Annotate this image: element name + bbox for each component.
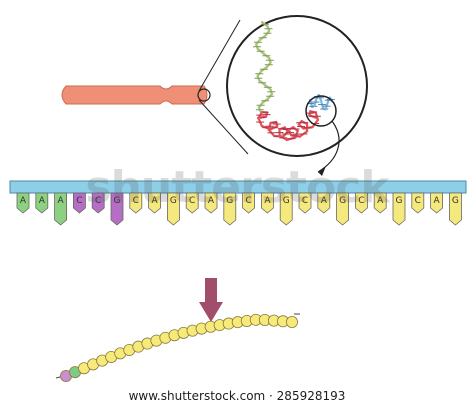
base-flag xyxy=(279,192,293,226)
amino-acid-bead xyxy=(285,315,298,328)
codon-base: A xyxy=(373,192,387,214)
dna-backbone-bar xyxy=(9,180,467,194)
base-flag xyxy=(148,192,161,214)
base-letter: G xyxy=(226,196,233,206)
base-flag xyxy=(91,192,105,214)
codon-base: C xyxy=(129,192,143,214)
base-letter: C xyxy=(358,196,364,206)
base-flag xyxy=(16,192,30,214)
base-letter: A xyxy=(434,196,441,206)
codon-base: G xyxy=(392,192,406,226)
base-letter: G xyxy=(396,196,403,206)
codon-base: A xyxy=(430,192,443,214)
codon-base: A xyxy=(16,192,30,214)
codon-base: G xyxy=(449,192,462,226)
chromosome xyxy=(61,85,208,105)
base-flag xyxy=(185,192,199,214)
base-letter: A xyxy=(58,196,65,206)
codon-base: A xyxy=(317,192,331,214)
codon-base: G xyxy=(110,192,124,226)
base-flag xyxy=(336,192,349,226)
codon-base: G xyxy=(223,192,237,226)
base-flag xyxy=(411,192,425,214)
codon-base: A xyxy=(261,192,274,214)
base-letter: C xyxy=(189,196,195,206)
base-letter: A xyxy=(264,196,271,206)
base-flag xyxy=(449,192,462,226)
base-flag xyxy=(167,192,180,226)
base-letter: A xyxy=(39,196,46,206)
base-flag xyxy=(261,192,274,214)
base-flag xyxy=(35,192,49,214)
footer-credit: www.shutterstock.com · 285928193 xyxy=(128,389,346,403)
codon-base: C xyxy=(355,192,368,214)
base-flag xyxy=(373,192,387,214)
base-letter: A xyxy=(152,196,159,206)
codon-base: A xyxy=(54,192,67,226)
base-letter: G xyxy=(114,196,121,206)
base-letter: G xyxy=(339,196,346,206)
codon-base: G xyxy=(336,192,349,226)
base-letter: A xyxy=(20,196,27,206)
base-flag xyxy=(298,192,312,214)
base-letter: A xyxy=(377,196,384,206)
base-flag xyxy=(223,192,237,226)
zoom-source-circle xyxy=(197,88,211,102)
zoom-line-bottom xyxy=(198,99,249,155)
codon-base: C xyxy=(185,192,199,214)
base-flag xyxy=(242,192,255,214)
base-letter: C xyxy=(76,196,82,206)
base-letter: G xyxy=(170,196,177,206)
base-flag xyxy=(204,192,218,214)
dna-double-helix xyxy=(252,20,335,142)
base-letter: A xyxy=(208,196,215,206)
base-letter: C xyxy=(415,196,421,206)
chromosome-body xyxy=(61,85,208,105)
codon-base: A xyxy=(35,192,49,214)
codon-base: C xyxy=(411,192,425,214)
base-flag xyxy=(430,192,443,214)
zoom-line-top xyxy=(198,19,241,92)
codon-base: C xyxy=(298,192,312,214)
base-flag xyxy=(129,192,143,214)
magnified-detail-circle xyxy=(305,95,337,127)
codon-base: G xyxy=(167,192,180,226)
codon-base: G xyxy=(279,192,293,226)
base-letter: C xyxy=(245,196,251,206)
green-helix xyxy=(252,20,276,114)
codon-base: C xyxy=(91,192,105,214)
base-letter: G xyxy=(283,196,290,206)
codon-base: A xyxy=(148,192,161,214)
base-flag xyxy=(317,192,331,214)
process-arrow xyxy=(199,278,223,322)
base-letter: C xyxy=(95,196,101,206)
base-letter: C xyxy=(302,196,308,206)
codon-base: C xyxy=(73,192,86,214)
base-flag xyxy=(110,192,124,226)
base-flag xyxy=(355,192,368,214)
base-letter: C xyxy=(133,196,139,206)
protein-chain xyxy=(55,313,300,382)
base-flag xyxy=(54,192,67,226)
base-flag xyxy=(73,192,86,214)
codon-base: A xyxy=(204,192,218,214)
base-letter: A xyxy=(321,196,328,206)
codon-base: C xyxy=(242,192,255,214)
detail-callout-arrowhead xyxy=(318,166,326,176)
base-letter: G xyxy=(452,196,459,206)
base-flag xyxy=(392,192,406,226)
red-helix xyxy=(256,110,321,142)
